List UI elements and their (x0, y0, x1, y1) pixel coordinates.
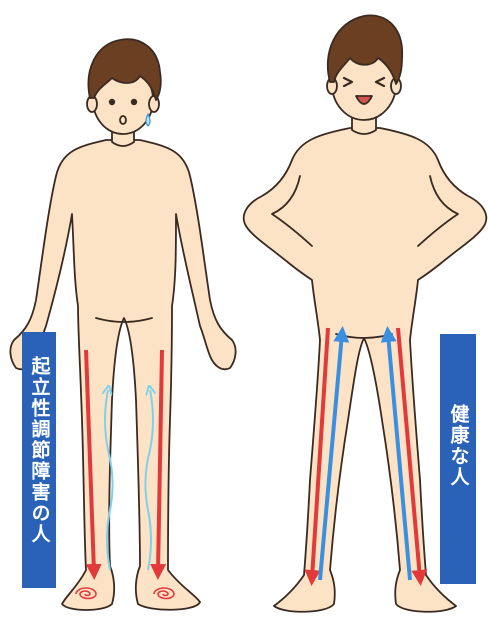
label-healthy-person: 健康な人 (440, 334, 476, 584)
left-figure-eye-left (109, 99, 115, 105)
left-figure-eye-right (131, 99, 137, 105)
label-orthostatic-dysregulation-text: 起立性調節障害の人 (30, 356, 49, 545)
label-orthostatic-dysregulation: 起立性調節障害の人 (22, 332, 56, 588)
left-figure-sweat-drop (146, 114, 150, 126)
label-healthy-person-text: 健康な人 (449, 404, 468, 488)
